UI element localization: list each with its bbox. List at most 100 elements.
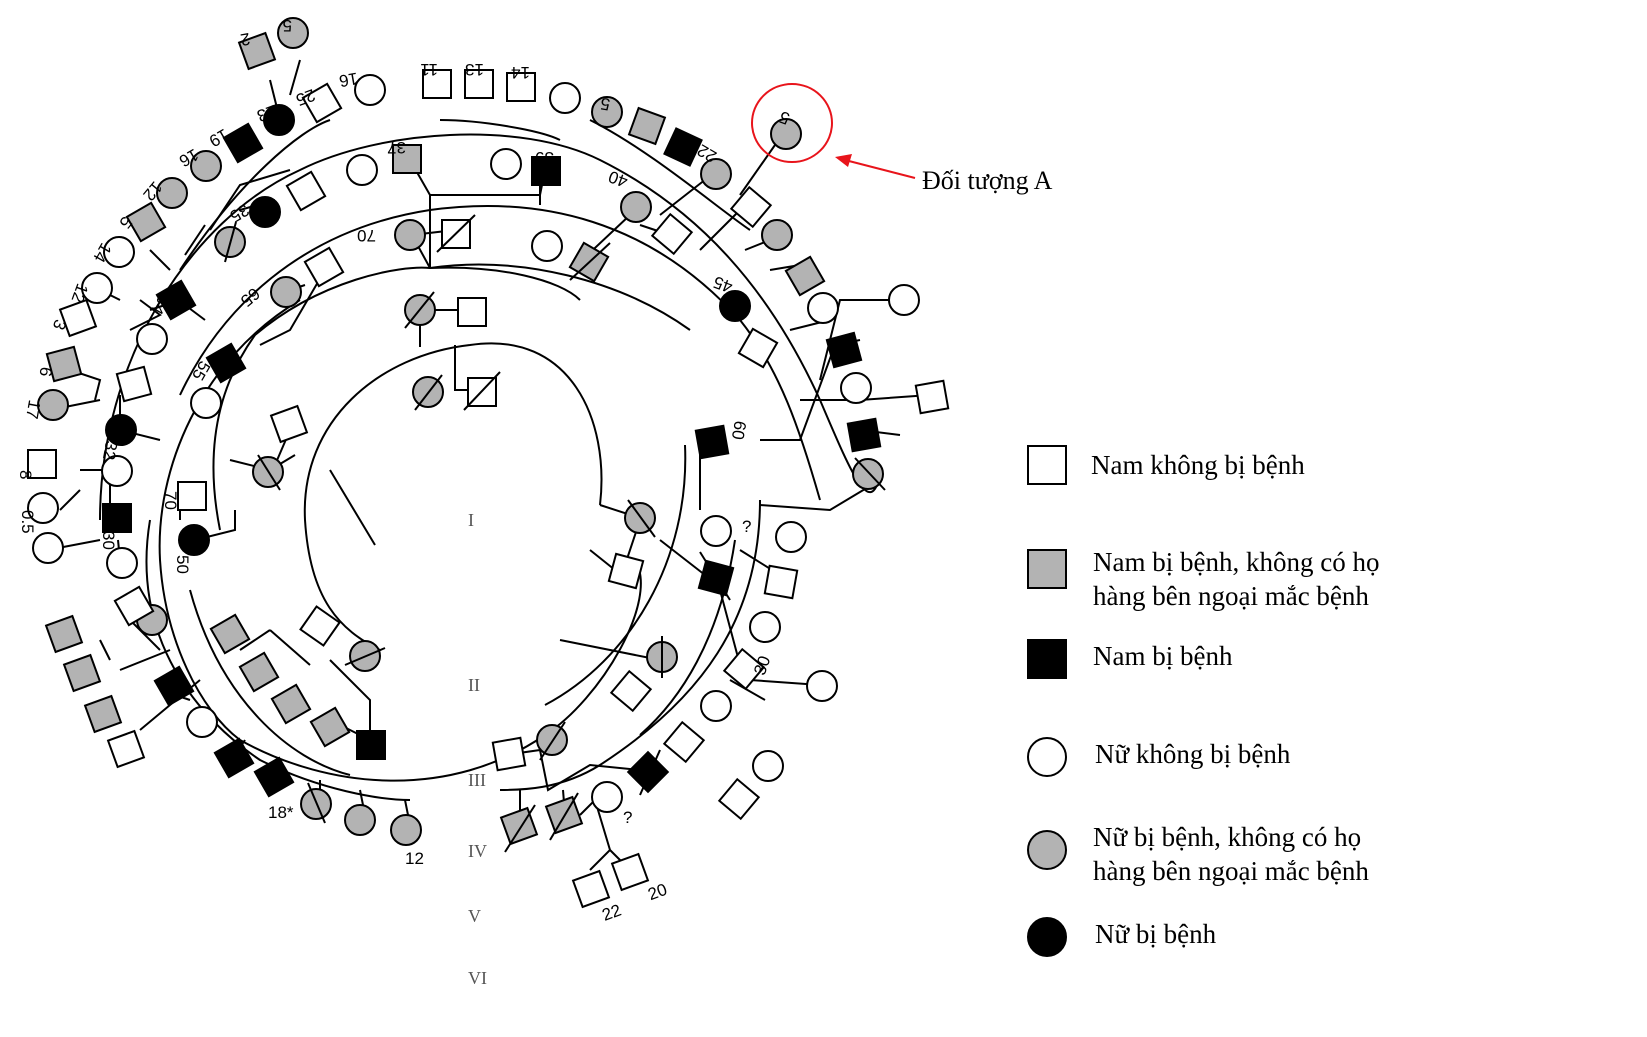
age-label: 20: [645, 880, 669, 904]
individual-male-affected: [213, 737, 255, 779]
individual-male-unaffected: [301, 82, 343, 124]
individual-male-affected: [253, 756, 295, 798]
individual-female-affected: [156, 177, 188, 209]
age-label: 2: [239, 29, 252, 49]
callout: Đối tượng A: [751, 83, 1053, 195]
age-label: 19: [206, 125, 232, 151]
individual-male-affected-deceased: [626, 750, 670, 794]
individual-female-unaffected: [531, 230, 563, 262]
gen-III-ring: [179, 205, 821, 501]
individual-female-affected: [37, 389, 69, 421]
individual-male-unaffected: [729, 185, 773, 229]
legend-label: Nữ bị bệnh: [1095, 919, 1217, 949]
individual-female-unaffected: [32, 532, 64, 564]
age-label: 13: [465, 60, 484, 79]
individual-male-affected: [825, 331, 863, 369]
question-mark-label: ?: [742, 517, 751, 536]
generation-label: I: [468, 510, 474, 530]
individual-female-unaffected: [354, 74, 386, 106]
individual-male-affected: [846, 417, 882, 453]
individual-female-unaffected: [103, 236, 135, 268]
individual-male-affected: [62, 653, 102, 693]
legend-label: Nữ không bị bệnh: [1095, 739, 1291, 769]
individual-male-affected: [694, 424, 730, 460]
legend-item-female-unaffected: Nữ không bị bệnh: [1027, 737, 1515, 777]
gen-III-ring-inner: [544, 444, 687, 706]
age-label: 40: [606, 167, 630, 191]
arrowhead-icon: [835, 154, 852, 167]
age-label: 17: [22, 398, 44, 420]
legend-item-male-unaffected: Nam không bị bệnh: [1027, 445, 1511, 485]
individual-female-unaffected: [81, 272, 113, 304]
individual-female-affected: [277, 17, 309, 49]
circle-white-icon: [1027, 737, 1067, 777]
gen-I-ring: [303, 342, 603, 651]
individual-female-affected: [394, 219, 426, 251]
individual-female-affected: [190, 150, 222, 182]
individual-male-unaffected: [914, 379, 950, 415]
individual-male-unaffected: [571, 869, 611, 909]
individual-male-affected: [627, 106, 667, 146]
individual-female-unaffected: [749, 611, 781, 643]
circle-gray-icon: [1027, 830, 1067, 870]
individual-male-affected: [125, 201, 167, 243]
generation-labels: I II III IV V VI: [468, 510, 487, 988]
individual-female-affected-deceased: [852, 458, 884, 490]
legend-label: Nam bị bệnh, không có họ hàng bên ngoại …: [1093, 547, 1380, 611]
individual-female-affected: [249, 196, 281, 228]
generation-label: VI: [468, 968, 487, 988]
individual-female-unaffected: [549, 82, 581, 114]
individual-male-affected: [356, 730, 386, 760]
individual-male-unaffected: [610, 852, 650, 892]
callout-arrow: [844, 159, 916, 179]
individual-female-affected: [105, 414, 137, 446]
individual-male-affected: [531, 156, 561, 186]
individual-female-unaffected: [346, 154, 378, 186]
age-label: 12: [405, 849, 424, 868]
age-label: 39: [535, 148, 554, 167]
legend-item-male-affected-no-outside: Nam bị bệnh, không có họ hàng bên ngoại …: [1027, 545, 1513, 613]
individual-female-affected: [390, 814, 422, 846]
individual-male-affected: [83, 694, 123, 734]
age-label: 30: [99, 531, 118, 550]
legend-item-male-affected: Nam bị bệnh: [1027, 639, 1513, 679]
age-label: 32: [99, 439, 121, 461]
individual-female-unaffected: [136, 323, 168, 355]
individual-female-affected: [719, 290, 751, 322]
individual-male-affected: [102, 503, 132, 533]
age-label: 8: [16, 470, 35, 479]
individual-target-female-affected[interactable]: [770, 118, 802, 150]
individual-male-unaffected: [737, 327, 779, 369]
individual-female-unaffected: [700, 515, 732, 547]
individual-male-unaffected: [422, 69, 452, 99]
individual-male-affected: [44, 614, 84, 654]
individual-female-unaffected: [806, 670, 838, 702]
individual-female-unaffected: [775, 521, 807, 553]
individual-female-affected: [263, 104, 295, 136]
individual-male-affected: [663, 127, 703, 167]
individual-female-unaffected: [840, 372, 872, 404]
individual-female-unaffected: [101, 455, 133, 487]
individual-male-affected: [309, 706, 351, 748]
age-label: 22: [600, 900, 624, 924]
legend-label: Nữ bị bệnh, không có họ hàng bên ngoại m…: [1093, 822, 1369, 886]
age-label: 60: [728, 419, 750, 441]
age-label: 14: [511, 63, 530, 82]
individual-female-unaffected: [888, 284, 920, 316]
individual-male-unaffected: [722, 647, 766, 691]
individual-male-unaffected: [763, 564, 799, 600]
gen-IV-ring: [99, 133, 881, 521]
generation-label: III: [468, 770, 486, 790]
individual-female-unaffected: [591, 781, 623, 813]
individual-male-affected: [237, 31, 277, 71]
individual-male-unaffected: [177, 481, 207, 511]
individual-male-affected-deceased: [499, 806, 539, 846]
individual-female-affected: [761, 219, 793, 251]
individual-male-affected: [392, 144, 422, 174]
individual-female-affected: [270, 276, 302, 308]
legend-label: Nam không bị bệnh: [1091, 450, 1305, 480]
individual-male-unaffected: [106, 729, 146, 769]
legend-item-female-affected-no-outside: Nữ bị bệnh, không có họ hàng bên ngoại m…: [1027, 820, 1513, 888]
individual-female-affected: [620, 191, 652, 223]
generation-label: IV: [468, 841, 487, 861]
